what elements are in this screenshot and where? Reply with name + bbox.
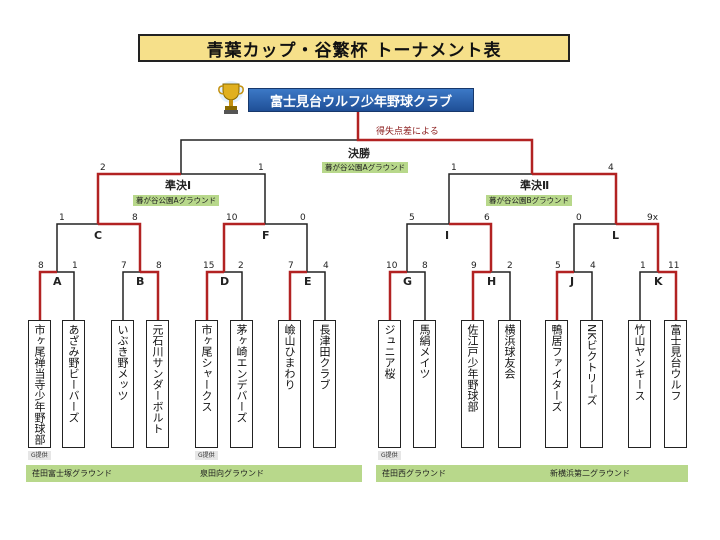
r1-score: 4 — [590, 261, 596, 271]
round1-venue: 荏田西グラウンド — [376, 465, 544, 482]
r1-score: 8 — [422, 261, 428, 271]
r1-score: 2 — [507, 261, 513, 271]
final-score-left: 2 — [100, 163, 106, 173]
r1-score: 7 — [121, 261, 127, 271]
champion-banner: 富士見台ウルフ少年野球クラブ — [248, 88, 474, 112]
team-name: あざみ野ビーバーズ — [67, 324, 80, 423]
final-rule-note: 得失点差による — [376, 127, 439, 137]
qf-label: L — [612, 229, 620, 242]
qf-score: 9x — [647, 213, 659, 223]
r1-score: 11 — [668, 261, 680, 271]
semi2-venue: 暮が谷公園Bグラウンド — [486, 195, 573, 206]
team-box: あざみ野ビーバーズ — [62, 320, 85, 448]
r1-score: 1 — [72, 261, 78, 271]
team-name: 佐江戸少年野球部 — [466, 324, 479, 412]
team-box: 元石川サンダーボルト — [146, 320, 169, 448]
r1-label: G — [403, 275, 413, 288]
team-box: NKビクトリーズ — [580, 320, 603, 448]
ground-provider-note: G提供 — [195, 451, 218, 460]
qf-score: 5 — [409, 213, 415, 223]
team-box: 市ヶ尾シャークス — [195, 320, 218, 448]
team-name: いぶき野メッツ — [116, 324, 129, 401]
r1-label: E — [304, 275, 312, 288]
r1-label: A — [53, 275, 62, 288]
team-name: 市ヶ尾シャークス — [200, 324, 213, 412]
r1-score: 8 — [156, 261, 162, 271]
r1-score: 2 — [238, 261, 244, 271]
r1-score: 1 — [640, 261, 646, 271]
final-venue: 暮が谷公園Aグラウンド — [322, 162, 409, 173]
r1-label: J — [570, 275, 575, 288]
team-name: ジュニア桜 — [383, 324, 396, 379]
team-box: 市ヶ尾禅当寺少年野球部 — [28, 320, 51, 448]
trophy-icon — [218, 81, 244, 114]
team-box: 竹山ヤンキース — [628, 320, 651, 448]
ground-provider-note: G提供 — [28, 451, 51, 460]
qf-score: 1 — [59, 213, 65, 223]
team-box: 馬絹メイツ — [413, 320, 436, 448]
qf-label: F — [262, 229, 270, 242]
r1-label: K — [654, 275, 663, 288]
r1-label: H — [487, 275, 497, 288]
qf-label: I — [445, 229, 450, 242]
final-label: 決勝 — [348, 147, 370, 160]
team-name: 横浜球友会 — [503, 324, 516, 379]
semi2-label: 準決Ⅱ — [520, 179, 550, 192]
team-name: 長津田クラブ — [318, 324, 331, 390]
round1-venue: 荏田富士塚グラウンド — [26, 465, 194, 482]
team-name: 嶮山ひまわり — [283, 324, 296, 390]
round1-venue: 新横浜第二グラウンド — [544, 465, 688, 482]
team-name: NKビクトリーズ — [585, 324, 598, 406]
qf-score: 6 — [484, 213, 490, 223]
team-box: いぶき野メッツ — [111, 320, 134, 448]
r1-score: 15 — [203, 261, 215, 271]
r1-score: 5 — [555, 261, 561, 271]
team-box: 鴨居ファイターズ — [545, 320, 568, 448]
semi2-score-right: 4 — [608, 163, 614, 173]
r1-score: 9 — [471, 261, 477, 271]
r1-score: 4 — [323, 261, 329, 271]
round1-venue: 泉田向グラウンド — [194, 465, 362, 482]
team-name: 元石川サンダーボルト — [151, 324, 164, 434]
semi1-label: 準決Ⅰ — [165, 179, 192, 192]
winner-path-group — [38, 112, 678, 320]
team-name: 鴨居ファイターズ — [550, 324, 563, 412]
team-name: 富士見台ウルフ — [669, 324, 682, 401]
qf-score: 8 — [132, 213, 138, 223]
semi1-venue: 暮が谷公園Aグラウンド — [133, 195, 220, 206]
team-box: 横浜球友会 — [498, 320, 521, 448]
qf-label: C — [94, 229, 103, 242]
semi2-score-left: 1 — [451, 163, 457, 173]
ground-provider-note: G提供 — [378, 451, 401, 460]
team-box: ジュニア桜 — [378, 320, 401, 448]
qf-score: 0 — [300, 213, 306, 223]
team-box: 富士見台ウルフ — [664, 320, 687, 448]
team-name: 市ヶ尾禅当寺少年野球部 — [33, 324, 46, 445]
team-box: 佐江戸少年野球部 — [461, 320, 484, 448]
r1-score: 7 — [288, 261, 294, 271]
qf-score: 0 — [576, 213, 582, 223]
tournament-title: 青葉カップ・谷繁杯 トーナメント表 — [138, 34, 570, 62]
r1-score: 8 — [38, 261, 44, 271]
team-box: 嶮山ひまわり — [278, 320, 301, 448]
r1-score: 10 — [386, 261, 398, 271]
team-box: 長津田クラブ — [313, 320, 336, 448]
team-name: 馬絹メイツ — [418, 324, 431, 379]
final-score-right: 1 — [258, 163, 264, 173]
team-name: 竹山ヤンキース — [633, 324, 646, 401]
r1-label: B — [136, 275, 145, 288]
r1-label: D — [220, 275, 230, 288]
qf-score: 10 — [226, 213, 238, 223]
team-name: 茅ヶ崎エンデバーズ — [235, 324, 248, 423]
team-box: 茅ヶ崎エンデバーズ — [230, 320, 253, 448]
